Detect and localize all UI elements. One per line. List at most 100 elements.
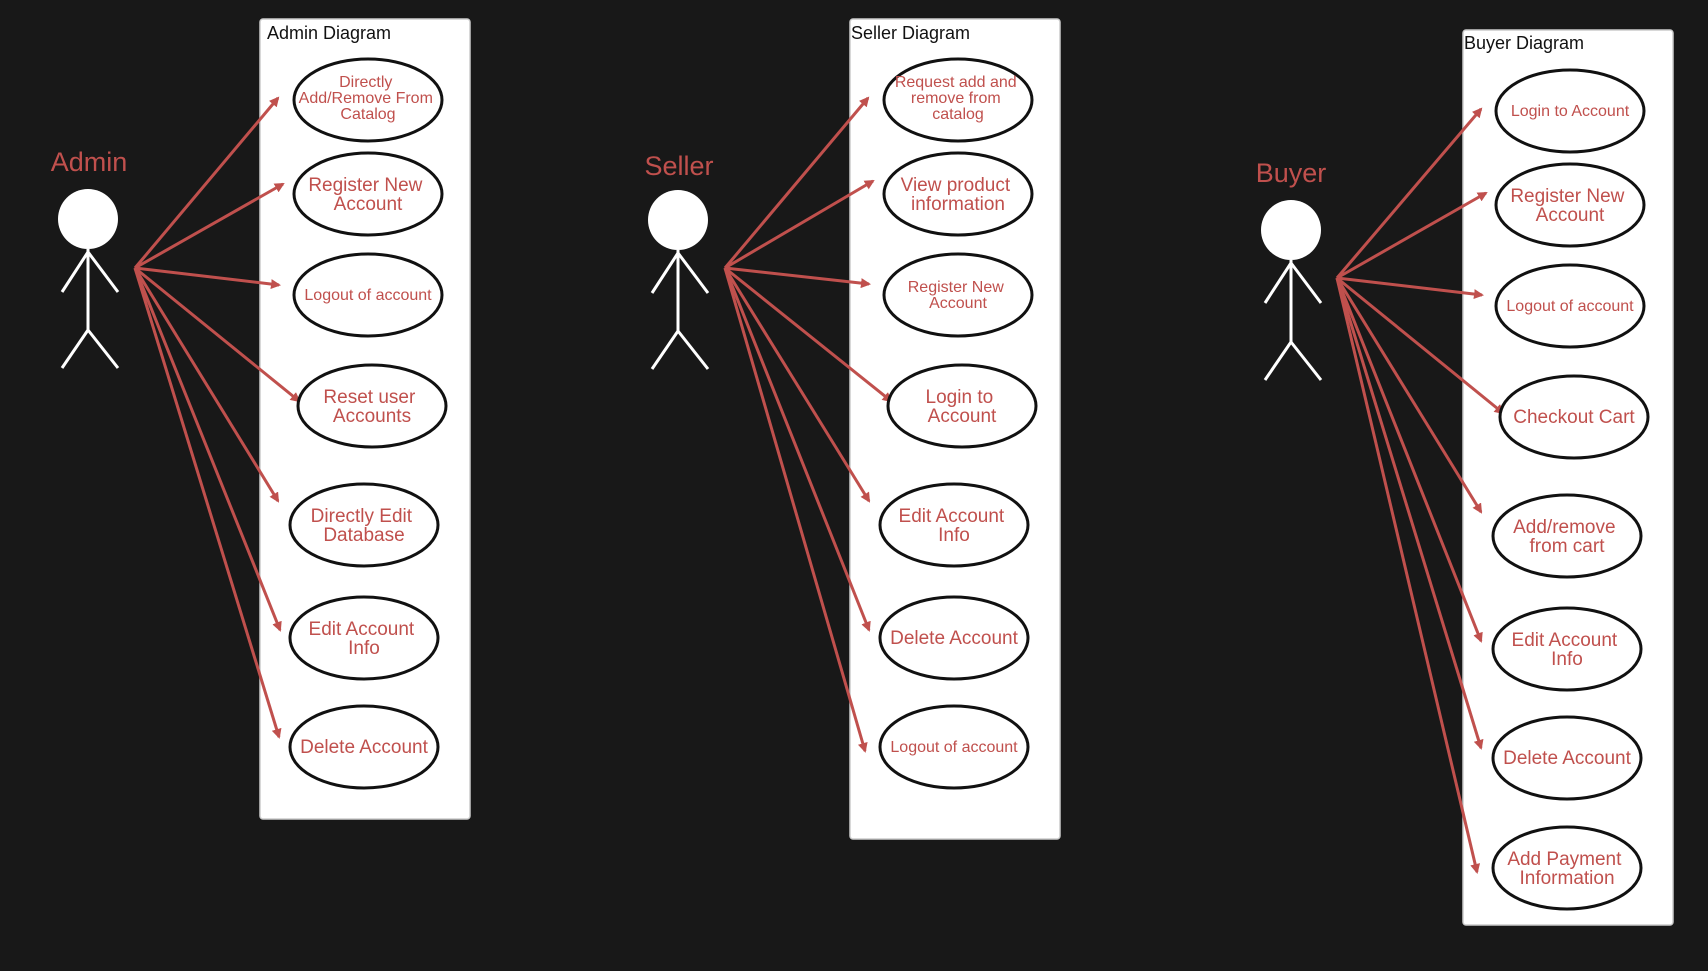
- use-case-label-line: View product: [901, 175, 1011, 196]
- use-case-label: Reset user Accounts: [323, 387, 420, 427]
- use-case-ellipse[interactable]: [288, 482, 440, 568]
- seller-diagram-title: Seller Diagram: [851, 23, 970, 43]
- buyer-actor: Buyer: [1256, 158, 1327, 381]
- buyer-use-case[interactable]: Add/remove from cart: [1491, 493, 1643, 579]
- admin-connector: [133, 267, 280, 503]
- use-case-ellipse[interactable]: [886, 363, 1038, 449]
- use-case-label-line: Account: [1536, 205, 1605, 226]
- buyer-actor-stick-figure-icon: [1261, 200, 1323, 381]
- use-case-label: View product information: [901, 175, 1016, 215]
- seller-use-case[interactable]: Edit Account Info: [878, 482, 1030, 568]
- use-case-label: Add/remove from cart: [1513, 517, 1621, 557]
- use-case-ellipse[interactable]: [878, 482, 1030, 568]
- use-case-ellipse[interactable]: [878, 704, 1030, 790]
- use-case-label-line: Login to Account: [1511, 103, 1630, 120]
- use-case-ellipse[interactable]: [296, 363, 448, 449]
- use-case-label: Login to Account: [1511, 103, 1630, 120]
- use-case-label-line: Delete Account: [300, 737, 429, 758]
- use-case-ellipse[interactable]: [292, 57, 444, 143]
- seller-connector: [723, 267, 871, 632]
- use-case-label-line: Info: [1551, 649, 1583, 670]
- use-case-label-line: Edit Account: [309, 619, 415, 640]
- use-case-label: Logout of account: [304, 287, 432, 304]
- seller-use-case[interactable]: Register New Account: [882, 252, 1034, 338]
- seller-connector: [723, 267, 868, 753]
- admin-connector: [133, 267, 282, 739]
- admin-use-case[interactable]: Directly Edit Database: [288, 482, 440, 568]
- seller-use-case[interactable]: Request add and remove from catalog: [882, 57, 1034, 143]
- use-case-label: Directly Add/Remove From Catalog: [299, 74, 438, 123]
- buyer-use-case[interactable]: Edit Account Info: [1491, 606, 1643, 692]
- admin-actor-label: Admin: [51, 147, 128, 177]
- use-case-ellipse[interactable]: [288, 704, 440, 790]
- use-case-label: Login to Account: [926, 387, 999, 427]
- use-case-label-line: Edit Account: [899, 506, 1005, 527]
- use-case-label-line: information: [911, 194, 1005, 215]
- buyer-actor-label: Buyer: [1256, 158, 1327, 188]
- use-case-label-line: Info: [938, 525, 970, 546]
- use-case-ellipse[interactable]: [1491, 493, 1643, 579]
- use-case-ellipse[interactable]: [1494, 68, 1646, 154]
- buyer-connector: [1335, 277, 1483, 514]
- admin-connector: [133, 267, 282, 632]
- use-case-label: Register New Account: [308, 175, 427, 215]
- use-case-ellipse[interactable]: [878, 595, 1030, 681]
- buyer-connector: [1335, 277, 1481, 874]
- use-case-label: Edit Account Info: [899, 506, 1010, 546]
- use-case-ellipse[interactable]: [1491, 606, 1643, 692]
- use-case-label: Delete Account: [300, 737, 429, 758]
- use-case-label-line: Logout of account: [1506, 298, 1634, 315]
- seller-use-case[interactable]: Logout of account: [878, 704, 1030, 790]
- admin-use-case[interactable]: Register New Account: [292, 151, 444, 237]
- use-case-ellipse[interactable]: [882, 252, 1034, 338]
- seller-diagram: Seller Diagram Seller Reque: [644, 18, 1061, 840]
- buyer-use-case[interactable]: Register New Account: [1494, 162, 1646, 248]
- seller-use-case[interactable]: View product information: [882, 151, 1034, 237]
- use-case-label-line: Catalog: [340, 106, 395, 123]
- use-case-ellipse[interactable]: [882, 57, 1034, 143]
- use-case-label-line: Reset user: [323, 387, 416, 408]
- use-case-label-line: Information: [1519, 868, 1614, 889]
- use-case-label: Logout of account: [1506, 298, 1634, 315]
- use-case-ellipse[interactable]: [882, 151, 1034, 237]
- buyer-use-case[interactable]: Logout of account: [1494, 263, 1646, 349]
- buyer-connector: [1335, 277, 1483, 643]
- seller-actor: Seller: [644, 151, 714, 370]
- seller-use-case[interactable]: Login to Account: [886, 363, 1038, 449]
- admin-connectors: [133, 96, 301, 739]
- admin-use-case[interactable]: Reset user Accounts: [296, 363, 448, 449]
- use-case-ellipse[interactable]: [292, 151, 444, 237]
- admin-actor: Admin: [51, 147, 128, 369]
- use-case-ellipse[interactable]: [1494, 263, 1646, 349]
- admin-use-case[interactable]: Directly Add/Remove From Catalog: [292, 57, 444, 143]
- use-case-label: Add Payment Information: [1507, 849, 1626, 889]
- use-case-label-line: Logout of account: [304, 287, 432, 304]
- buyer-use-case[interactable]: Add Payment Information: [1491, 825, 1643, 911]
- use-case-label: Checkout Cart: [1513, 407, 1635, 428]
- use-case-label-line: Logout of account: [890, 739, 1018, 756]
- use-case-ellipse[interactable]: [1494, 162, 1646, 248]
- use-case-label-line: Request add and: [895, 74, 1017, 91]
- use-case-label-line: Add Payment: [1507, 849, 1622, 870]
- use-case-label: Register New Account: [908, 279, 1008, 312]
- use-case-label-line: remove from: [911, 90, 1001, 107]
- admin-use-case[interactable]: Edit Account Info: [288, 595, 440, 681]
- buyer-diagram-title: Buyer Diagram: [1464, 33, 1584, 53]
- use-case-ellipse[interactable]: [1491, 715, 1643, 801]
- admin-use-case[interactable]: Delete Account: [288, 704, 440, 790]
- use-case-label: Logout of account: [890, 739, 1018, 756]
- buyer-use-case[interactable]: Login to Account: [1494, 68, 1646, 154]
- buyer-use-case[interactable]: Delete Account: [1491, 715, 1643, 801]
- use-case-ellipse[interactable]: [1491, 825, 1643, 911]
- buyer-use-case[interactable]: Checkout Cart: [1498, 374, 1650, 460]
- use-case-label-line: Directly: [339, 74, 392, 91]
- use-case-ellipse[interactable]: [1498, 374, 1650, 460]
- buyer-diagram-box: [1462, 29, 1674, 926]
- use-case-ellipse[interactable]: [292, 252, 444, 338]
- admin-use-case[interactable]: Logout of account: [292, 252, 444, 338]
- use-case-label-line: Checkout Cart: [1513, 407, 1635, 428]
- use-case-ellipse[interactable]: [288, 595, 440, 681]
- seller-use-case[interactable]: Delete Account: [878, 595, 1030, 681]
- use-case-label: Delete Account: [1503, 748, 1632, 769]
